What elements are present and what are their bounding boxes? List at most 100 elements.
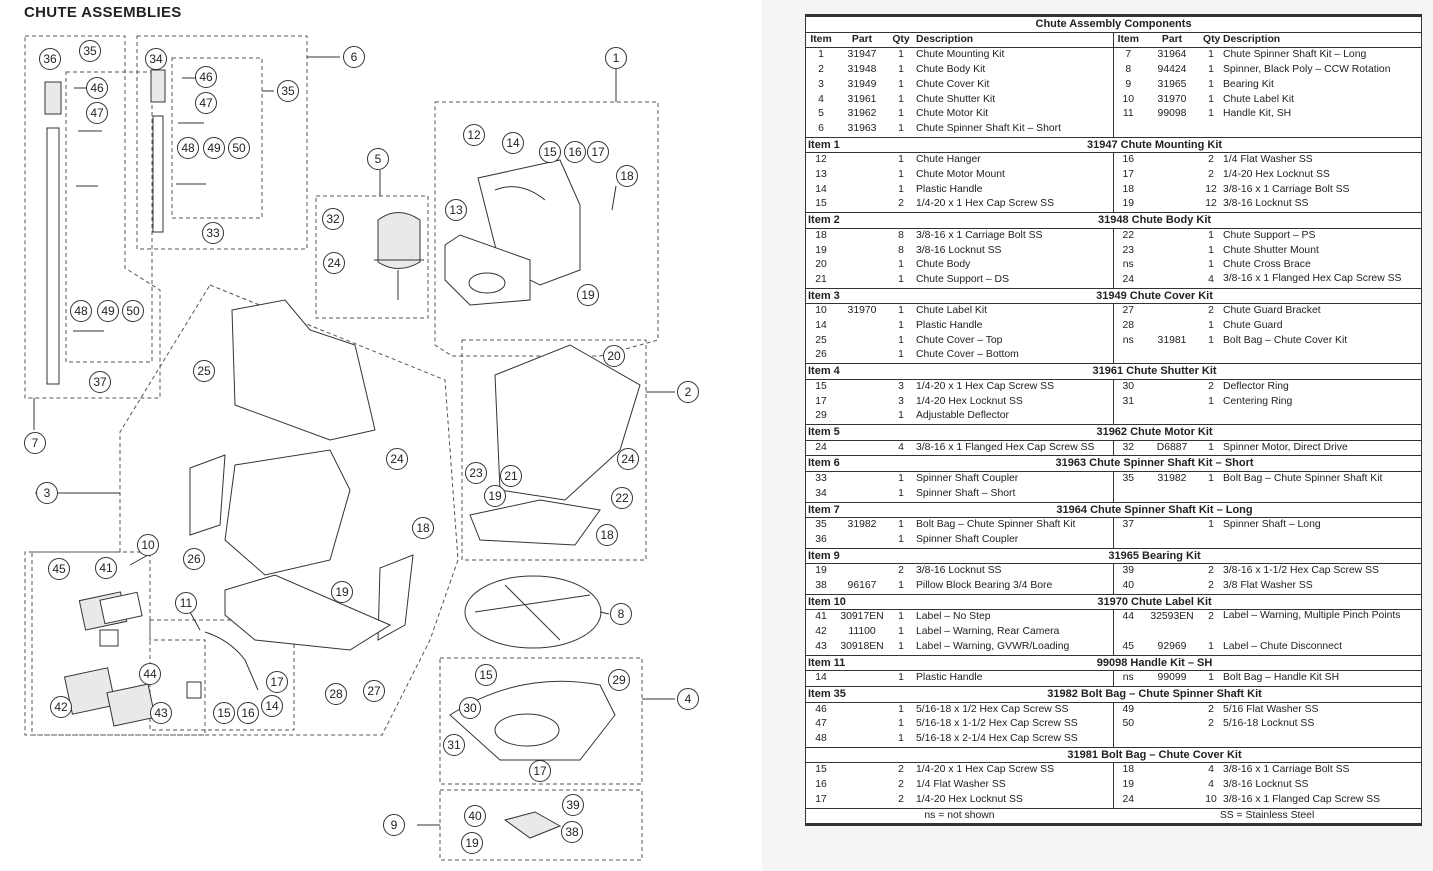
table-cell [836,379,888,394]
table-cell: 1 [898,169,904,181]
table-cell: Label – Chute Disconnect [1223,640,1342,652]
svg-text:16: 16 [568,145,582,159]
svg-text:40: 40 [468,809,482,823]
callout-10: 10 [137,534,159,556]
table-cell: 1 [898,733,904,745]
table-cell [1143,778,1201,793]
callout-18c: 18 [596,524,618,546]
table-cell: 3/8-16 x 1-1/2 Hex Cap Screw SS [1223,565,1379,577]
callout-34: 34 [145,48,167,70]
callout-49a: 49 [203,137,225,159]
table-cell: 46 [815,703,827,715]
table-cell [836,395,888,410]
svg-text:49: 49 [101,304,115,318]
callout-11: 11 [175,592,197,614]
table-cell: 1 [898,273,904,285]
kit-5-boundary [315,195,429,319]
svg-text:11: 11 [180,596,193,610]
callout-26: 26 [183,548,205,570]
section-kit-name: 31963 Chute Spinner Shaft Kit – Short [888,455,1422,473]
table-cell: 42 [815,626,827,638]
table-cell: 14 [815,320,827,332]
svg-text:37: 37 [93,375,107,389]
table-cell: 8 [1125,64,1132,76]
table-cell [1221,533,1421,548]
svg-text:14: 14 [506,136,520,150]
callout-32: 32 [322,208,344,230]
section-kit-name: 31949 Chute Cover Kit [888,287,1422,305]
table-cell: 17 [815,793,827,805]
table-cell: Bolt Bag – Chute Cover Kit [1223,334,1348,346]
table-cell: 3 [898,395,904,407]
table-cell: 1 [1208,320,1214,332]
column-header: Qty [888,32,914,49]
table-cell: 3/8-16 x 1 Carriage Bolt SS [1223,183,1350,195]
section-kit-name: 31965 Bearing Kit [888,547,1422,565]
table-cell: Chute Body [914,258,1114,273]
shaft-coupler-long [44,81,62,115]
table-cell: 2 [898,198,904,210]
kit-35-boundary-a [65,71,153,363]
callout-40: 40 [464,805,486,827]
table-cell: 1 [1208,64,1214,76]
table-cell [1201,487,1221,502]
svg-text:6: 6 [351,50,358,64]
table-cell [836,440,888,456]
table-cell [1143,409,1201,424]
table-cell: 48 [815,733,827,745]
table-cell: 31962 [847,108,877,120]
table-cell: Chute Support – PS [1223,229,1316,241]
table-cell: 99098 [1157,108,1187,120]
table-cell: 1 [1208,395,1214,407]
table-cell [836,273,888,288]
table-cell: 31947 [847,49,877,61]
callout-leaders [33,56,675,826]
table-cell: 92969 [1157,640,1187,652]
table-cell: Chute Guard Bracket [1223,305,1321,317]
callout-25: 25 [193,360,215,382]
callout-5: 5 [367,148,389,170]
callout-19b: 19 [331,581,353,603]
table-cell [836,334,888,349]
table-cell: 1 [898,183,904,195]
kit-7-boundary [24,35,161,399]
callout-21: 21 [500,465,522,487]
table-cell: 43 [815,640,827,652]
table-cell: 21 [815,273,827,285]
table-cell: Chute Spinner Shaft Kit – Short [914,121,1114,138]
callout-19c: 19 [484,485,506,507]
table-cell: 18 [815,229,827,241]
table-cell: Chute Spinner Shaft Kit – Long [1223,49,1367,61]
table-cell: 2 [898,779,904,791]
table-cell [1201,348,1221,363]
svg-text:24: 24 [327,256,341,270]
svg-text:15: 15 [479,668,493,682]
table-cell: 15 [815,380,827,392]
table-cell [1143,228,1201,243]
section-item-label: Item 10 [806,593,888,611]
section-item-label: Item 9 [806,547,888,565]
table-cell: 2 [818,64,824,76]
table-cell [1113,625,1143,640]
table-cell: 1 [898,533,904,545]
table-cell: 31 [1122,395,1135,407]
table-cell: 1 [1208,259,1214,271]
callout-38: 38 [561,821,583,843]
svg-text:9: 9 [391,818,398,832]
table-cell: 2 [1208,380,1214,392]
svg-text:27: 27 [367,684,381,698]
callout-4: 4 [677,688,699,710]
callout-35b: 35 [277,80,299,102]
callout-17: 17 [587,141,609,163]
table-cell: 1 [1208,49,1214,61]
callout-47a: 47 [86,102,108,124]
table-cell [1143,379,1201,394]
svg-text:32: 32 [326,212,340,226]
